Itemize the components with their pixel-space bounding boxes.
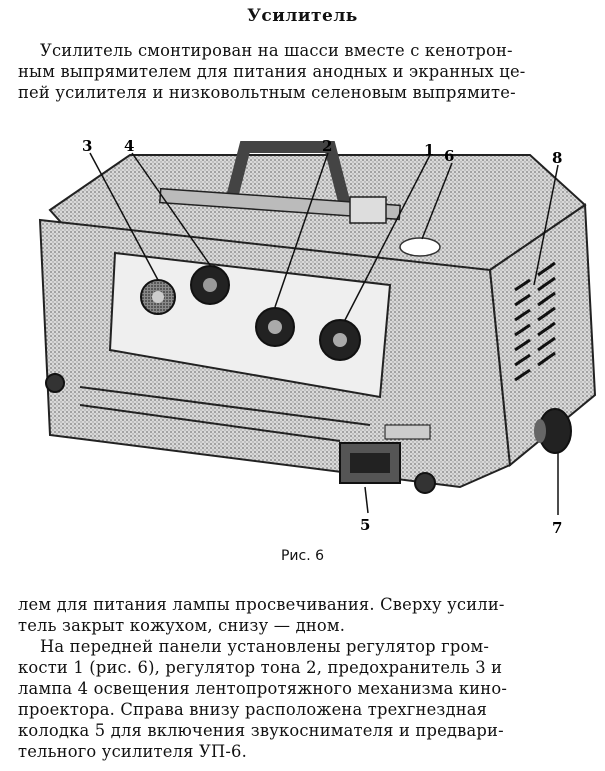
lamp-knob [190, 265, 230, 305]
text-line: На передней панели установлены регулятор… [40, 637, 490, 656]
figure-caption: Рис. 6 [280, 548, 325, 564]
intro-paragraph: Усилитель смонтирован на шасси вместе с … [18, 40, 594, 103]
callout-6: 6 [444, 147, 454, 165]
volume-control-knob [319, 319, 361, 361]
indicator-lamp-window [399, 237, 441, 257]
section-heading: Усилитель [247, 6, 358, 26]
side-rotary-knob [534, 408, 572, 454]
text-line: тель закрыт кожухом, снизу — дном. [18, 616, 346, 635]
description-paragraph: На передней панели установлены регулятор… [18, 636, 594, 762]
text-line: пей усилителя и низковольтным селеновым … [18, 83, 516, 102]
tone-control-knob [255, 307, 295, 347]
text-line: кости 1 (рис. 6), регулятор тона 2, пред… [18, 658, 503, 677]
callout-2: 2 [322, 137, 332, 155]
vent-slots [514, 261, 556, 382]
text-line: лем для питания лампы просвечивания. Све… [18, 595, 505, 614]
text-line: ным выпрямителем для питания анодных и э… [18, 62, 526, 81]
continuation-paragraph: лем для питания лампы просвечивания. Све… [18, 594, 594, 636]
callout-1: 1 [424, 141, 434, 159]
callout-3: 3 [82, 137, 92, 155]
text-line: проектора. Справа внизу расположена трех… [18, 700, 488, 719]
text-line: лампа 4 освещения лентопротяжного механи… [18, 679, 508, 698]
callout-leader-lines [89, 152, 559, 515]
text-line: Усилитель смонтирован на шасси вместе с … [40, 41, 513, 60]
fuse-holder-knob [140, 279, 176, 315]
callout-4: 4 [124, 137, 134, 155]
callout-7: 7 [552, 519, 562, 537]
three-pin-socket-block [339, 424, 431, 484]
left-foot-screw [45, 373, 65, 393]
front-ridges [79, 386, 371, 442]
handle-mount [349, 196, 387, 224]
control-panel-plate [108, 251, 392, 399]
carry-handle [224, 141, 351, 207]
callout-8: 8 [552, 149, 562, 167]
amplifier-illustration: 3 4 2 1 6 8 5 7 [38, 137, 597, 537]
callout-5: 5 [360, 516, 370, 534]
text-line: колодка 5 для включения звукоснимателя и… [18, 721, 504, 740]
ground-terminal [414, 472, 436, 494]
text-line: тельного усилителя УП-6. [18, 742, 247, 761]
